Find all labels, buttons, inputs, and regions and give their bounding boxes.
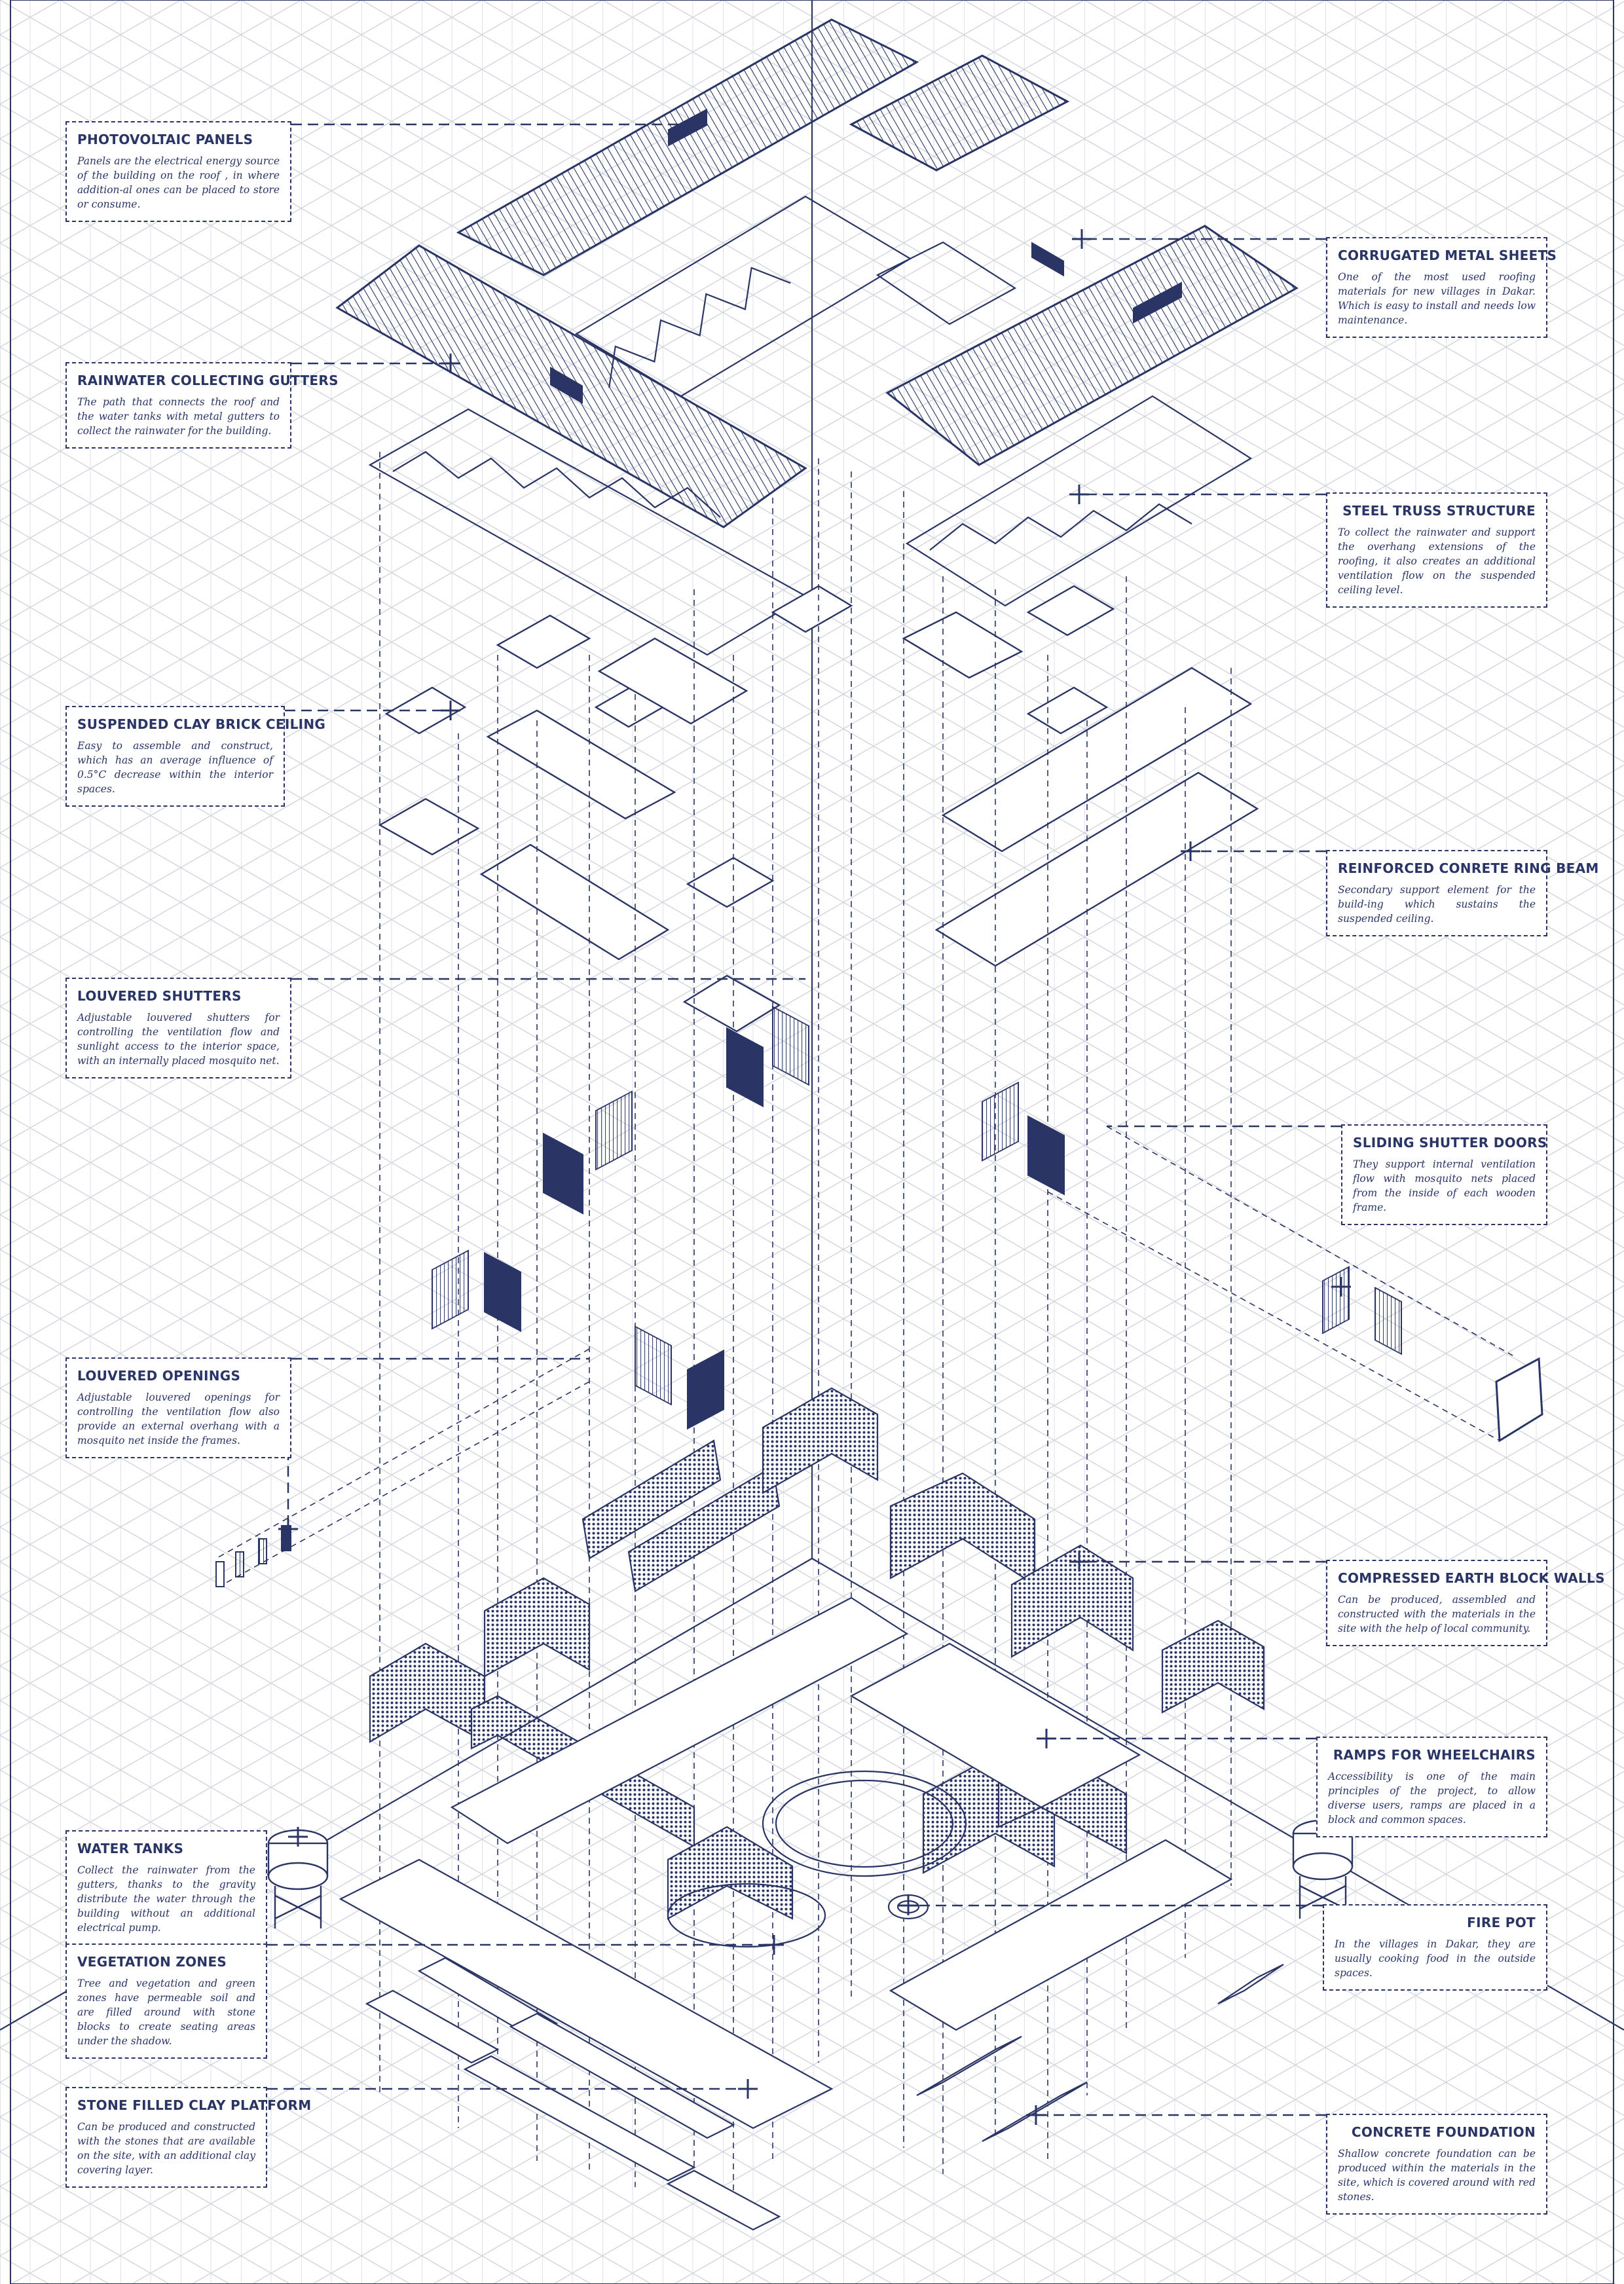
note-text: Tree and vegetation and green zones have… — [77, 1978, 255, 2047]
note-text: Easy to assemble and construct, which ha… — [77, 740, 273, 795]
sheet-frame — [10, 0, 1614, 2284]
note-title: VEGETATION ZONES — [77, 1954, 227, 1970]
note-title: SUSPENDED CLAY BRICK CEILING — [77, 716, 326, 732]
shutters-and-openings — [432, 1005, 1543, 1443]
note-title: STONE FILLED CLAY PLATFORM — [77, 2097, 312, 2113]
ceiling-and-ring-beam-frames — [378, 585, 1259, 1033]
note-text: Secondary support element for the build-… — [1338, 884, 1536, 925]
note-title: WATER TANKS — [77, 1841, 184, 1856]
photovoltaic-modules — [550, 108, 1182, 404]
roof-panel-nw — [456, 18, 919, 276]
note-text: The path that connects the roof and the … — [77, 396, 280, 437]
note-text: Shallow concrete foundation can be produ… — [1338, 2148, 1536, 2203]
annotation-leaders — [267, 123, 1341, 2116]
note-text: Collect the rainwater from the gutters, … — [77, 1864, 255, 1934]
note-title: LOUVERED OPENINGS — [77, 1368, 241, 1384]
crosshair-markers — [278, 229, 1351, 2125]
note-text: Can be produced, assembled and construct… — [1338, 1594, 1536, 1634]
projection-lines — [379, 452, 1232, 2213]
roof-panel-se — [885, 225, 1299, 466]
note-text: Panels are the electrical energy source … — [77, 155, 280, 210]
note-text: Adjustable louvered shutters for control… — [77, 1012, 280, 1067]
note-title: SLIDING SHUTTER DOORS — [1353, 1135, 1547, 1151]
note-title: LOUVERED SHUTTERS — [77, 988, 242, 1004]
roof-panel-ne — [849, 54, 1070, 172]
note-ring-beam: REINFORCED CONRETE RING BEAM Secondary s… — [1326, 850, 1599, 936]
note-suspended-ceiling: SUSPENDED CLAY BRICK CEILING Easy to ass… — [65, 706, 326, 807]
note-title: RAMPS FOR WHEELCHAIRS — [1333, 1747, 1536, 1763]
pond-outline-inner — [775, 1779, 954, 1868]
note-title: REINFORCED CONRETE RING BEAM — [1338, 860, 1599, 876]
note-title: COMPRESSED EARTH BLOCK WALLS — [1338, 1570, 1605, 1586]
note-concrete-foundation: CONCRETE FOUNDATION Shallow concrete fou… — [1326, 2114, 1547, 2215]
note-title: FIRE POT — [1467, 1915, 1536, 1930]
note-stone-platform: STONE FILLED CLAY PLATFORM Can be produc… — [65, 2087, 312, 2188]
note-earth-block-walls: COMPRESSED EARTH BLOCK WALLS Can be prod… — [1326, 1560, 1605, 1646]
note-text: One of the most used roofing materials f… — [1338, 271, 1536, 326]
note-louvered-shutters: LOUVERED SHUTTERS Adjustable louvered sh… — [65, 978, 291, 1078]
note-vegetation-zones: VEGETATION ZONES Tree and vegetation and… — [65, 1943, 267, 2059]
note-title: CORRUGATED METAL SHEETS — [1338, 248, 1557, 263]
platform-slabs — [339, 1596, 1233, 2129]
note-text: In the villages in Dakar, they are usual… — [1335, 1938, 1536, 1979]
note-title: CONCRETE FOUNDATION — [1351, 2124, 1536, 2140]
note-text: They support internal ventilation flow w… — [1353, 1158, 1536, 1213]
note-text: To collect the rainwater and support the… — [1338, 526, 1536, 596]
note-photovoltaic-panels: PHOTOVOLTAIC PANELS Panels are the elect… — [65, 121, 291, 222]
note-text: Accessibility is one of the main princip… — [1328, 1771, 1536, 1826]
note-steel-truss: STEEL TRUSS STRUCTURE To collect the rai… — [1326, 492, 1547, 608]
note-fire-pot: FIRE POT In the villages in Dakar, they … — [1323, 1904, 1547, 1991]
note-text: Adjustable louvered openings for control… — [77, 1391, 280, 1446]
note-title: STEEL TRUSS STRUCTURE — [1342, 503, 1536, 519]
note-title: PHOTOVOLTAIC PANELS — [77, 132, 253, 147]
note-title: RAINWATER COLLECTING GUTTERS — [77, 373, 339, 388]
note-ramps: RAMPS FOR WHEELCHAIRS Accessibility is o… — [1316, 1737, 1547, 1837]
note-text: Can be produced and constructed with the… — [77, 2121, 255, 2176]
louvered-opening-detail — [215, 1525, 291, 1587]
pond-outline — [762, 1770, 967, 1877]
note-corrugated-sheets: CORRUGATED METAL SHEETS One of the most … — [1326, 237, 1557, 338]
vegetation-outline — [667, 1883, 826, 1948]
note-water-tanks: WATER TANKS Collect the rainwater from t… — [65, 1830, 267, 1945]
note-rainwater-gutters: RAINWATER COLLECTING GUTTERS The path th… — [65, 362, 339, 449]
note-louvered-openings: LOUVERED OPENINGS Adjustable louvered op… — [65, 1357, 291, 1458]
note-sliding-doors: SLIDING SHUTTER DOORS They support inter… — [1341, 1124, 1547, 1225]
foundation-beams — [365, 1957, 1284, 2231]
